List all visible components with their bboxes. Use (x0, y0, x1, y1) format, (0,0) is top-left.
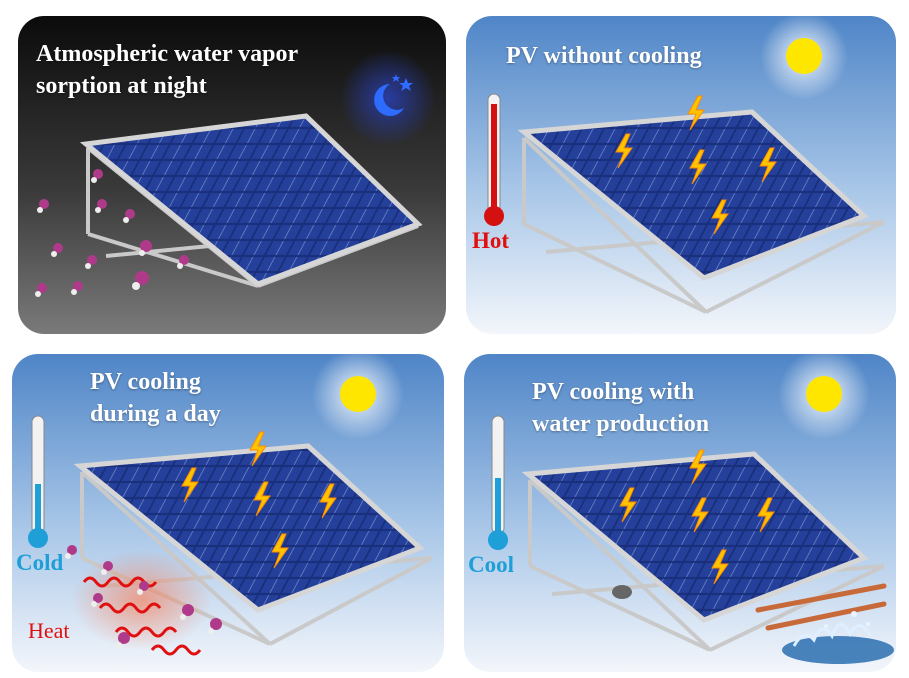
lightning-bolt-icon (271, 533, 289, 569)
solar-panel (521, 451, 869, 623)
sun-icon (806, 376, 842, 412)
lightning-bolt-icon (687, 95, 705, 131)
lightning-bolt-icon (253, 481, 271, 517)
lightning-bolt-icon (711, 549, 729, 585)
thermometer-icon (28, 415, 48, 548)
lightning-bolts (615, 95, 777, 235)
panel-pv-cooling-day: PV cooling during a day Cold Heat (12, 354, 444, 672)
lightning-bolt-icon (691, 497, 709, 533)
panel-title: PV cooling with water production (532, 376, 709, 440)
water-molecules (65, 545, 222, 648)
sun-icon (340, 376, 376, 412)
panel-title-line: PV without cooling (506, 43, 702, 69)
panel-title: PV without cooling (506, 40, 702, 72)
night-scene (35, 50, 436, 297)
heat-glow (72, 550, 212, 650)
solar-panel (79, 113, 423, 287)
hot-scene (484, 16, 885, 314)
panel-pv-without-cooling: PV without cooling Hot (466, 16, 896, 334)
lightning-bolt-icon (689, 449, 707, 485)
lightning-bolt-icon (759, 147, 777, 183)
water-production-scene (488, 354, 894, 664)
lightning-bolts (181, 431, 337, 569)
panel-title-line: PV cooling (90, 369, 201, 395)
solar-panel (517, 109, 869, 281)
water-molecule-icon (85, 255, 97, 269)
panel-title: PV cooling during a day (90, 366, 221, 430)
water-molecule-icon (37, 199, 49, 213)
lightning-bolt-icon (181, 467, 199, 503)
lightning-bolt-icon (619, 487, 637, 523)
panel-pv-cooling-water: PV cooling with water production Cool (464, 354, 896, 672)
water-molecule-icon (139, 240, 152, 256)
panel-title: Atmospheric water vapor sorption at nigh… (36, 38, 298, 102)
solar-panel (73, 443, 425, 613)
lightning-bolt-icon (249, 431, 267, 467)
copper-pipe-icon (755, 583, 887, 631)
lightning-bolt-icon (757, 497, 775, 533)
sun-icon (786, 38, 822, 74)
water-molecule-icon (116, 632, 130, 648)
day-cooling-scene (28, 354, 433, 656)
star-icon (399, 78, 413, 91)
water-molecule-icon (180, 604, 194, 620)
water-molecule-icon (91, 169, 103, 183)
panel-title-line: sorption at night (36, 73, 207, 99)
water-molecules (35, 169, 189, 297)
water-molecule-icon (137, 581, 149, 595)
water-molecule-icon (132, 271, 149, 290)
cold-label: Cold (16, 550, 64, 575)
water-molecule-icon (123, 209, 135, 223)
water-molecule-icon (65, 545, 77, 559)
heat-label: Heat (28, 618, 70, 643)
valve-icon (612, 585, 632, 599)
water-molecule-icon (101, 561, 113, 575)
water-molecule-icon (51, 243, 63, 257)
star-icon (392, 74, 400, 82)
lightning-bolts (619, 449, 775, 585)
water-molecule-icon (91, 593, 103, 607)
hot-label: Hot (472, 228, 510, 253)
water-molecule-icon (177, 255, 189, 269)
thermometer-icon (488, 415, 508, 550)
cool-label: Cool (468, 552, 514, 577)
water-molecule-icon (208, 618, 222, 634)
lightning-bolt-icon (319, 483, 337, 519)
lightning-bolt-icon (689, 149, 707, 185)
water-molecule-icon (35, 283, 47, 297)
panel-night-sorption: Atmospheric water vapor sorption at nigh… (18, 16, 446, 334)
panel-title-line: water production (532, 411, 710, 437)
thermometer-icon (484, 93, 504, 226)
water-splash-icon (782, 611, 894, 664)
lightning-bolt-icon (615, 133, 633, 169)
panel-title-line: during a day (90, 401, 221, 427)
panel-title-line: Atmospheric water vapor (36, 41, 299, 67)
panel-title-line: PV cooling with (532, 379, 695, 405)
lightning-bolt-icon (711, 199, 729, 235)
water-molecule-icon (71, 281, 83, 295)
moon-glow (340, 50, 436, 146)
moon-icon (374, 84, 404, 116)
water-molecule-icon (95, 199, 107, 213)
